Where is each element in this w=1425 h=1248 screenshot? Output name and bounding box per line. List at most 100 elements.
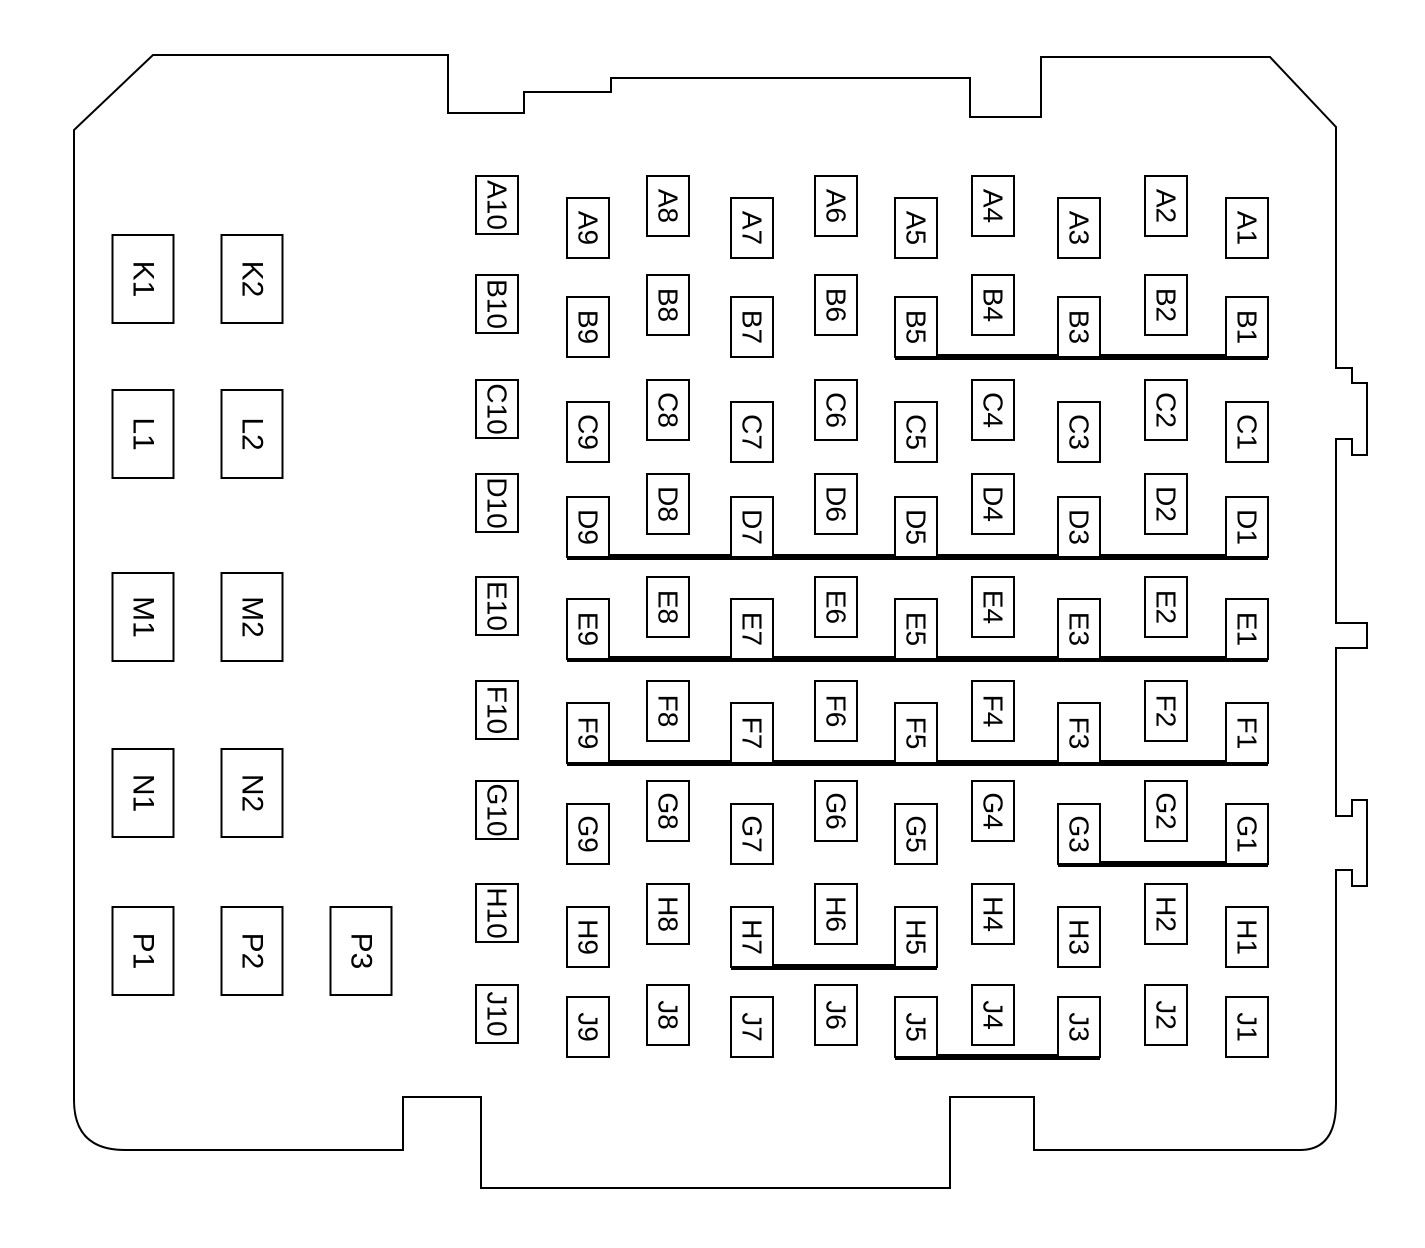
pin-box [894,197,938,259]
pin-box [111,572,175,662]
pin-label: B1 [1232,310,1263,344]
pin-label: H5 [901,919,932,955]
pin-box [566,803,610,865]
pin-box [475,175,519,235]
pin-label: G2 [1151,792,1182,829]
pin-label: C9 [573,414,604,450]
pin-label: B7 [737,310,768,344]
pin-g2: G2 [1144,780,1188,842]
connector-housing-outline [73,54,1368,1189]
pin-cavities: A1A2A3A4A5A6A7A8A9A10B1B2B3B4B5B6B7B8B9B… [475,175,1269,1058]
pin-label: D4 [978,486,1009,522]
pin-d9: D9 [566,496,610,558]
pin-e3: E3 [1057,598,1101,660]
pin-h7: H7 [730,906,774,968]
pin-label: D3 [1064,509,1095,545]
pin-a5: A5 [894,197,938,259]
pin-d3: D3 [1057,496,1101,558]
pin-j4: J4 [971,984,1015,1046]
pin-box [814,274,858,336]
pin-label: A8 [653,189,684,223]
pin-box [1225,803,1269,865]
pin-f8: F8 [646,680,690,742]
pin-g3: G3 [1057,803,1101,865]
pin-j2: J2 [1144,984,1188,1046]
pin-box [814,883,858,945]
pin-m1: M1 [111,572,175,662]
pin-label: H9 [573,919,604,955]
pin-label: G5 [901,815,932,852]
pin-box [111,389,175,479]
pin-box [566,996,610,1058]
pin-label: A10 [482,180,513,230]
pin-label: D10 [482,477,513,528]
pin-box [646,680,690,742]
pin-label: A1 [1232,211,1263,245]
pin-b8: B8 [646,274,690,336]
pin-f4: F4 [971,680,1015,742]
pin-f6: F6 [814,680,858,742]
pin-label: H4 [978,896,1009,932]
pin-label: H2 [1151,896,1182,932]
pin-box [730,598,774,660]
pin-j6: J6 [814,984,858,1046]
pin-m2: M2 [220,572,284,662]
pin-label: L2 [236,417,269,450]
pin-h5: H5 [894,906,938,968]
pin-label: P1 [127,933,160,970]
pin-label: L1 [127,417,160,450]
pin-box [1057,906,1101,968]
pin-label: J7 [737,1012,768,1042]
pin-box [111,906,175,996]
pin-e6: E6 [814,576,858,638]
pin-d5: D5 [894,496,938,558]
pin-label: B2 [1151,288,1182,322]
pin-box [814,576,858,638]
pin-box [475,984,519,1044]
pin-label: N2 [236,774,269,812]
pin-box [1225,996,1269,1058]
pin-label: J10 [482,991,513,1036]
pin-box [1057,996,1101,1058]
pin-box [566,702,610,764]
pin-label: J3 [1064,1012,1095,1042]
pin-c4: C4 [971,379,1015,441]
pin-e9: E9 [566,598,610,660]
pin-box [475,576,519,636]
pin-label: F4 [978,695,1009,728]
pin-box [646,274,690,336]
pin-h4: H4 [971,883,1015,945]
pin-b2: B2 [1144,274,1188,336]
pin-h8: H8 [646,883,690,945]
pin-box [566,906,610,968]
pin-b3: B3 [1057,296,1101,358]
pin-label: G1 [1232,815,1263,852]
pin-box [1057,702,1101,764]
pin-g6: G6 [814,780,858,842]
pin-box [1225,598,1269,660]
pin-box [646,473,690,535]
pin-box [971,274,1015,336]
pin-box [894,702,938,764]
pin-box [1225,401,1269,463]
pin-box [894,906,938,968]
pin-box [566,296,610,358]
pin-b4: B4 [971,274,1015,336]
pin-label: K2 [236,261,269,298]
pin-h1: H1 [1225,906,1269,968]
pin-label: E2 [1151,590,1182,624]
pin-label: J1 [1232,1012,1263,1042]
pin-label: H10 [482,887,513,938]
pin-d1: D1 [1225,496,1269,558]
pin-box [1144,576,1188,638]
pin-label: J9 [573,1012,604,1042]
pin-d8: D8 [646,473,690,535]
pin-e7: E7 [730,598,774,660]
pin-box [220,234,284,324]
pin-label: E10 [482,581,513,631]
pin-box [646,780,690,842]
pin-box [1057,598,1101,660]
pin-label: F1 [1232,717,1263,750]
pin-j5: J5 [894,996,938,1058]
pin-label: E9 [573,612,604,646]
